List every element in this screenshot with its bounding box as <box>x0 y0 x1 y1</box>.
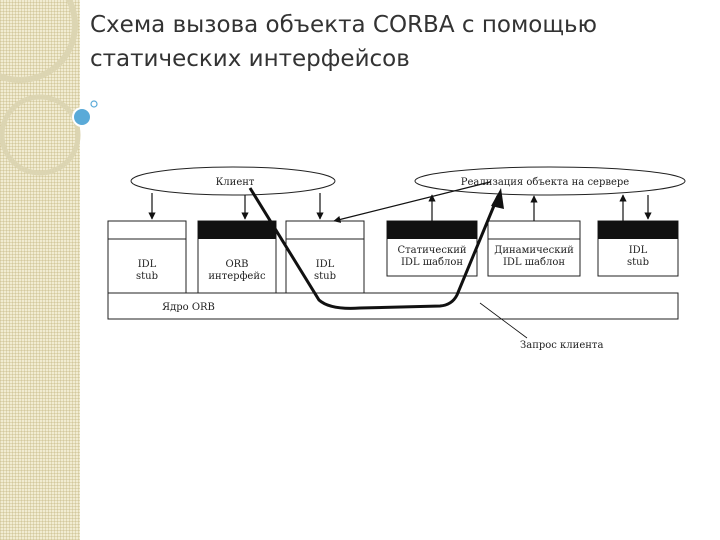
block-dynamic-idl-skeleton: Динамический IDL шаблон <box>488 221 580 276</box>
block-label-line2: stub <box>136 271 158 282</box>
block-label-line1: Динамический <box>494 245 574 256</box>
block-static-idl-skeleton: Статический IDL шаблон <box>387 221 477 276</box>
arrow-server-to-idl-middle <box>334 182 490 221</box>
block-idl-stub-middle: IDL stub <box>286 221 364 293</box>
corba-diagram: Клиент Реализация объекта на сервере Ядр… <box>100 160 690 360</box>
client-label: Клиент <box>216 177 255 188</box>
deco-blue-circle <box>73 108 91 126</box>
block-label-line2: IDL шаблон <box>503 257 565 268</box>
block-label-line1: ORB <box>225 259 248 270</box>
request-label: Запрос клиента <box>520 340 603 351</box>
slide-title: Схема вызова объекта CORBA с помощью ста… <box>90 8 700 76</box>
deco-small-circle <box>91 101 97 107</box>
block-label-line1: IDL <box>138 259 157 270</box>
block-idl-stub-right: IDL stub <box>598 221 678 276</box>
block-label-line2: интерфейс <box>208 271 266 282</box>
block-label-line1: Статический <box>397 245 466 256</box>
block-label-line1: IDL <box>629 245 648 256</box>
block-label-line2: IDL шаблон <box>401 257 463 268</box>
block-label-line1: IDL <box>316 259 335 270</box>
slide-title-line-2: статических интерфейсов <box>90 42 700 76</box>
block-idl-stub-left: IDL stub <box>108 221 186 293</box>
block-orb-interface: ORB интерфейс <box>198 221 276 293</box>
deco-arc-small <box>2 97 78 173</box>
deco-arc-large <box>0 0 75 80</box>
orb-core-label: Ядро ORB <box>162 302 215 313</box>
slide-title-line-1: Схема вызова объекта CORBA с помощью <box>90 8 700 42</box>
block-label-line2: stub <box>627 257 649 268</box>
block-label-line2: stub <box>314 271 336 282</box>
